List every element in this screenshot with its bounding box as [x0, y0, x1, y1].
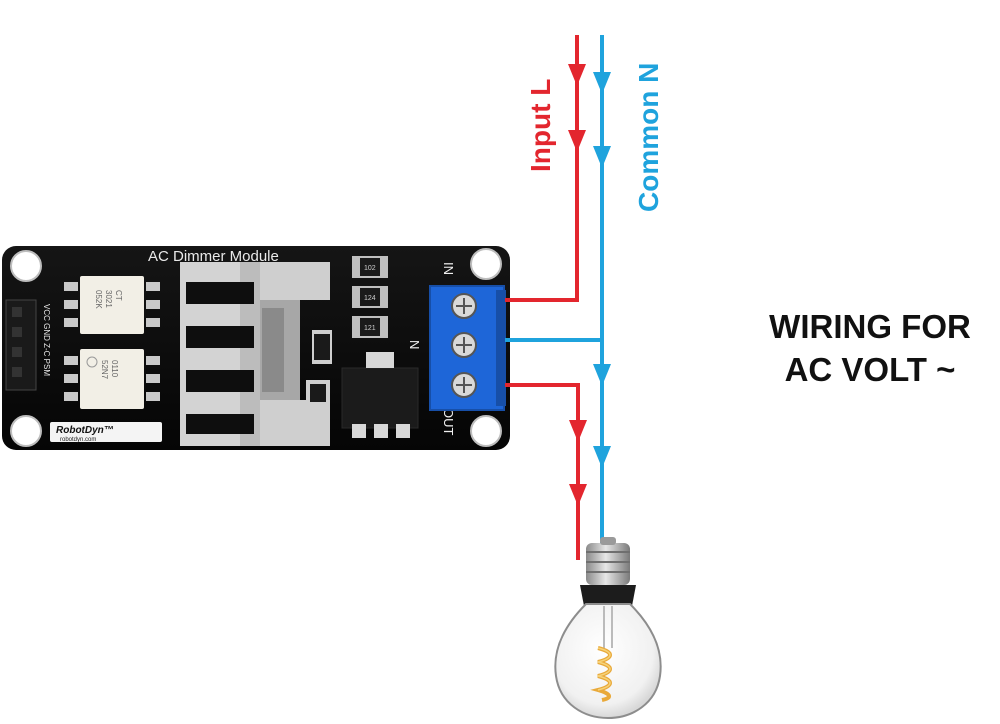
opto2-line1: 0110: [110, 360, 119, 378]
resistor-3-label: 121: [364, 325, 376, 332]
arrow-icon: [593, 146, 611, 168]
terminal-n-label: N: [407, 340, 422, 349]
arrow-icon: [568, 130, 586, 152]
brand-label: RobotDyn™ robotdyn.com: [50, 422, 162, 443]
arrow-icon: [569, 420, 587, 442]
optocoupler-2: 0110 52N7: [64, 349, 160, 409]
pin-header: VCC GND Z-C PSM: [5, 299, 51, 391]
optocoupler-1: CT 3021 052K: [64, 276, 160, 334]
brand-name: RobotDyn™: [56, 425, 114, 436]
resistor-2-label: 124: [364, 295, 376, 302]
screw-in: [451, 293, 477, 319]
module-title: AC Dimmer Module: [148, 248, 279, 265]
caption-line-1: WIRING FOR: [769, 308, 971, 345]
input-l-label: Input L: [525, 79, 556, 172]
opto1-line3: 052K: [94, 290, 103, 309]
arrow-icon: [568, 64, 586, 86]
input-l-wire: [505, 35, 579, 302]
output-wire: [505, 383, 580, 560]
arrow-icon: [593, 364, 611, 386]
arrow-icon: [593, 72, 611, 94]
screw-n: [451, 332, 477, 358]
brand-url: robotdyn.com: [60, 437, 96, 443]
wiring-caption: WIRING FOR AC VOLT ~: [740, 305, 1000, 391]
screw-out: [451, 372, 477, 398]
terminal-out-label: OUT: [441, 408, 456, 436]
caption-line-2: AC VOLT ~: [784, 351, 956, 388]
opto1-line2: 3021: [104, 290, 113, 308]
opto1-line1: CT: [114, 290, 123, 301]
terminal-block: [429, 285, 506, 411]
flow-arrows: [568, 64, 611, 506]
smd-components: 102 124 121 N: [306, 256, 422, 438]
heatsink: AC Dimmer Module: [148, 248, 330, 446]
common-n-label: Common N: [633, 63, 664, 212]
ac-dimmer-module: VCC GND Z-C PSM CT 3021 052K 0110 52N7: [2, 246, 510, 450]
terminal-in-label: IN: [441, 262, 456, 275]
pin-header-label: VCC GND Z-C PSM: [42, 304, 51, 376]
filament-bulb-icon: [554, 537, 662, 720]
opto2-line2: 52N7: [100, 360, 109, 380]
mounting-holes: [10, 248, 502, 447]
resistor-1-label: 102: [364, 265, 376, 272]
arrow-icon: [569, 484, 587, 506]
arrow-icon: [593, 446, 611, 468]
